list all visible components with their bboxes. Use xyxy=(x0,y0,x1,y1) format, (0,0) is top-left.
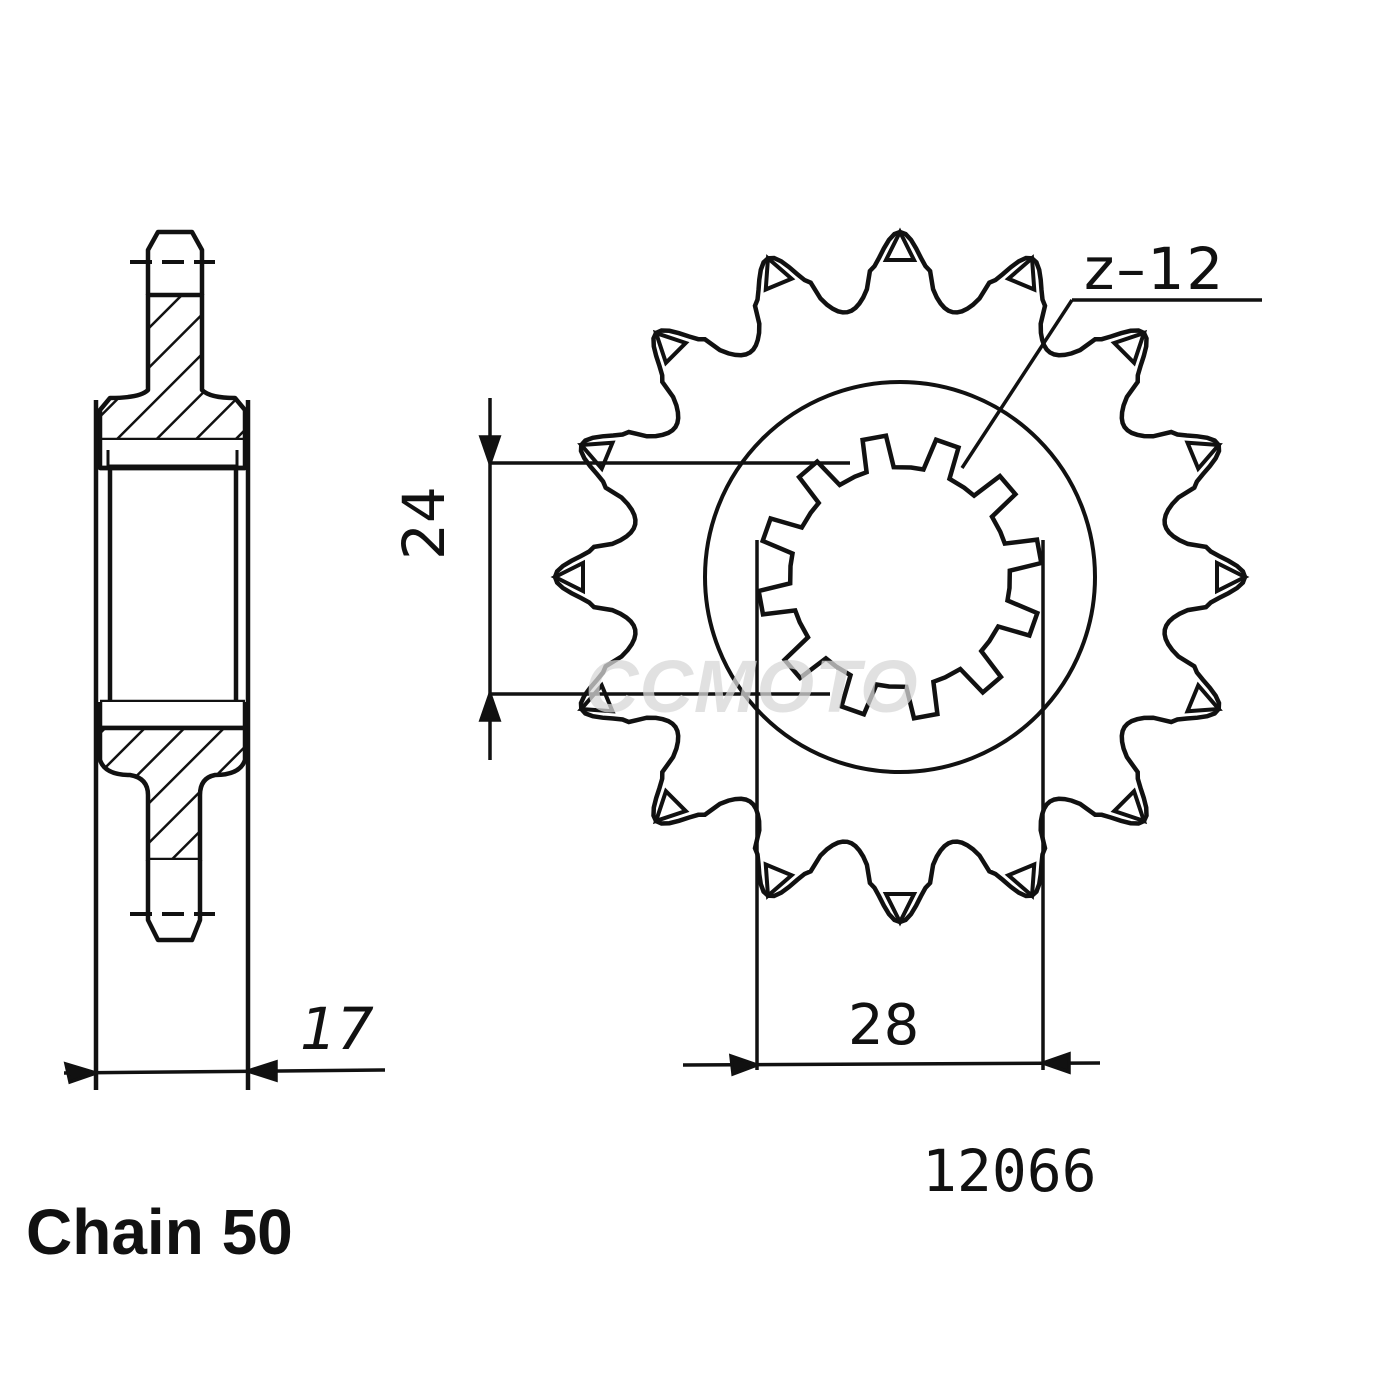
tooth-tip-marks xyxy=(550,227,1250,927)
watermark: CCMOTO xyxy=(585,645,919,728)
inner-spline-profile xyxy=(756,433,1044,721)
spline-width-label: 28 xyxy=(848,993,920,1058)
width-dimension-line xyxy=(63,1059,386,1085)
hub-circle xyxy=(703,380,1097,774)
part-number: 12066 xyxy=(922,1137,1097,1205)
spline-width-dimension xyxy=(682,540,1101,1077)
front-view xyxy=(550,227,1262,927)
spline-height-dimension xyxy=(478,398,850,760)
chain-size-label: Chain 50 xyxy=(26,1196,293,1268)
side-section-view xyxy=(93,229,251,1090)
width-dimension-label: 17 xyxy=(300,995,374,1063)
spline-height-label: 24 xyxy=(390,486,458,560)
spline-count-label: z–12 xyxy=(1084,235,1226,303)
